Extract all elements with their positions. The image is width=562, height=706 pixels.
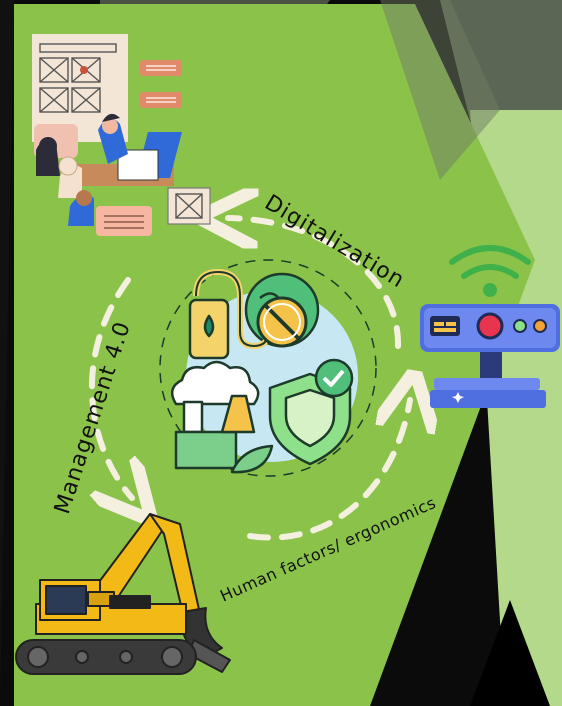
office-workers-icon [32, 34, 211, 236]
cycle-arrows [88, 218, 410, 541]
sustainability-icon [159, 259, 377, 477]
wifi-router-icon [420, 245, 560, 408]
arrow-bottom [247, 400, 410, 541]
arrow-top [228, 218, 402, 349]
excavator-icon [15, 513, 231, 675]
arrow-left [88, 277, 132, 498]
